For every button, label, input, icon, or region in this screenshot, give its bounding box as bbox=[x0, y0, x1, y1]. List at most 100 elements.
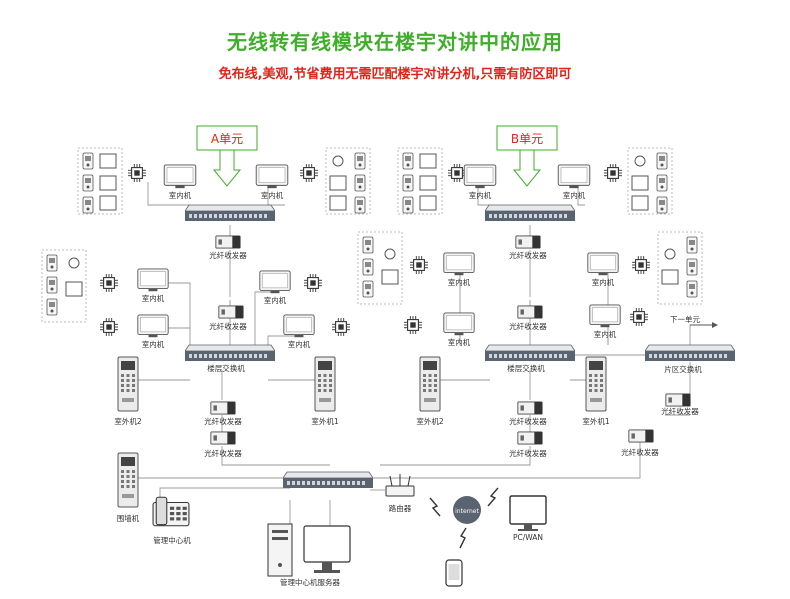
sensor-icon bbox=[354, 152, 366, 170]
server-label: 管理中心机服务器 bbox=[280, 577, 340, 587]
module-chip-icon bbox=[604, 164, 622, 182]
sensor-icon bbox=[82, 174, 94, 192]
indoor-unit-icon bbox=[443, 252, 475, 276]
module-chip-icon bbox=[404, 316, 422, 334]
floor-switch-label: 楼层交换机 bbox=[207, 363, 245, 373]
outdoor-unit-2-label: 室外机2 bbox=[416, 416, 443, 426]
indoor-unit-icon bbox=[589, 304, 621, 328]
indoor-unit-icon bbox=[557, 164, 591, 189]
fiber-transceiver-icon bbox=[517, 305, 543, 319]
mobile-phone-icon bbox=[445, 559, 463, 587]
indoor-unit-label: 室内机 bbox=[169, 190, 192, 200]
sensor-icon bbox=[362, 258, 374, 276]
indoor-unit-icon bbox=[137, 268, 169, 292]
indoor-unit-icon bbox=[137, 314, 169, 338]
unit-b-callout: B单元 bbox=[496, 125, 558, 187]
unit-a-floor-switch bbox=[185, 344, 275, 362]
indoor-unit-label: 室内机 bbox=[261, 190, 284, 200]
sensor-icon bbox=[354, 174, 366, 192]
page-title: 无线转有线模块在楼宇对讲中的应用 bbox=[227, 30, 563, 54]
indoor-unit-label: 室内机 bbox=[264, 295, 287, 305]
wall-station-label: 围墙机 bbox=[117, 513, 140, 523]
page-subtitle: 免布线,美观,节省费用无需匹配楼宇对讲分机,只需有防区即可 bbox=[218, 67, 572, 82]
sensor-icon bbox=[656, 152, 668, 170]
module-chip-icon bbox=[448, 164, 466, 182]
outdoor-panel-icon bbox=[585, 356, 607, 412]
outdoor-panel-icon bbox=[419, 356, 441, 412]
indoor-unit-label: 室内机 bbox=[448, 337, 471, 347]
fiber-transceiver-label: 光纤收发器 bbox=[204, 416, 242, 426]
unit-b-top-switch bbox=[485, 204, 575, 222]
sensor-icon bbox=[82, 196, 94, 214]
sensor-icon bbox=[656, 196, 668, 214]
sensor-icon bbox=[354, 196, 366, 214]
fiber-transceiver-icon bbox=[210, 431, 236, 445]
fiber-transceiver-icon bbox=[210, 401, 236, 415]
server-group bbox=[267, 523, 351, 577]
sensor-icon bbox=[362, 236, 374, 254]
sensor-icon bbox=[46, 254, 58, 272]
indoor-unit-label: 室内机 bbox=[288, 339, 311, 349]
module-chip-icon bbox=[630, 308, 648, 326]
fiber-transceiver-label: 光纤收发器 bbox=[509, 416, 547, 426]
wall-station-icon bbox=[117, 452, 139, 508]
sensor-icon bbox=[362, 280, 374, 298]
fiber-transceiver-icon bbox=[628, 429, 654, 443]
module-chip-icon bbox=[304, 274, 322, 292]
zone-switch bbox=[645, 344, 735, 362]
wireless-signal-icon bbox=[429, 487, 499, 549]
fiber-transceiver-label: 光纤收发器 bbox=[509, 448, 547, 458]
outdoor-unit-2-label: 室外机2 bbox=[114, 416, 141, 426]
unit-a-top-cluster: 室内机 室内机 bbox=[77, 147, 371, 215]
pc-label: PC/WAN bbox=[513, 533, 543, 542]
indoor-unit-label: 室内机 bbox=[594, 329, 617, 339]
sensor-icon bbox=[82, 152, 94, 170]
fiber-transceiver-label: 光纤收发器 bbox=[204, 448, 242, 458]
fiber-transceiver-icon bbox=[665, 393, 691, 407]
fiber-transceiver-icon bbox=[517, 401, 543, 415]
fiber-transceiver-icon bbox=[215, 235, 241, 249]
sensor-icon bbox=[46, 298, 58, 316]
outdoor-panel-icon bbox=[117, 356, 139, 412]
indoor-unit-label: 室内机 bbox=[142, 339, 165, 349]
indoor-unit-icon bbox=[283, 314, 315, 338]
arrow-right-icon bbox=[712, 322, 718, 328]
indoor-unit-icon bbox=[443, 312, 475, 336]
fiber-transceiver-icon bbox=[515, 235, 541, 249]
indoor-unit-label: 室内机 bbox=[448, 277, 471, 287]
phone-icon bbox=[152, 496, 190, 527]
module-chip-icon bbox=[128, 164, 146, 182]
management-center-label: 管理中心机 bbox=[153, 535, 191, 545]
floor-switch-label: 楼层交换机 bbox=[507, 363, 545, 373]
indoor-unit-label: 室内机 bbox=[469, 190, 492, 200]
unit-b-label: B单元 bbox=[511, 132, 543, 146]
fiber-transceiver-label: 光纤收发器 bbox=[661, 406, 699, 416]
indoor-unit-icon bbox=[255, 164, 289, 189]
indoor-unit-icon bbox=[259, 270, 291, 294]
sensor-icon bbox=[686, 236, 698, 254]
outdoor-unit-1-label: 室外机1 bbox=[582, 416, 609, 426]
pc-icon bbox=[509, 495, 547, 531]
sensor-icon bbox=[686, 258, 698, 276]
indoor-unit-label: 室内机 bbox=[592, 277, 615, 287]
unit-a-mid-cluster: 室内机 室内机 室内机 室内机 bbox=[41, 249, 350, 349]
outdoor-unit-1-label: 室外机1 bbox=[311, 416, 338, 426]
module-chip-icon bbox=[100, 318, 118, 336]
module-chip-icon bbox=[332, 318, 350, 336]
fiber-transceiver-label: 光纤收发器 bbox=[209, 250, 247, 260]
indoor-unit-label: 室内机 bbox=[563, 190, 586, 200]
internet-label: internet bbox=[455, 508, 479, 515]
sensor-icon bbox=[402, 174, 414, 192]
unit-a-callout: A单元 bbox=[196, 125, 258, 187]
router-icon bbox=[385, 474, 415, 497]
sensor-icon bbox=[402, 196, 414, 214]
module-chip-icon bbox=[410, 256, 428, 274]
module-chip-icon bbox=[632, 256, 650, 274]
indoor-unit-icon bbox=[163, 164, 197, 189]
zone-switch-label: 片区交换机 bbox=[664, 364, 702, 374]
core-switch bbox=[283, 471, 373, 489]
sensor-icon bbox=[402, 152, 414, 170]
unit-a-label: A单元 bbox=[211, 132, 243, 146]
fiber-transceiver-icon bbox=[517, 431, 543, 445]
sensor-icon bbox=[46, 276, 58, 294]
